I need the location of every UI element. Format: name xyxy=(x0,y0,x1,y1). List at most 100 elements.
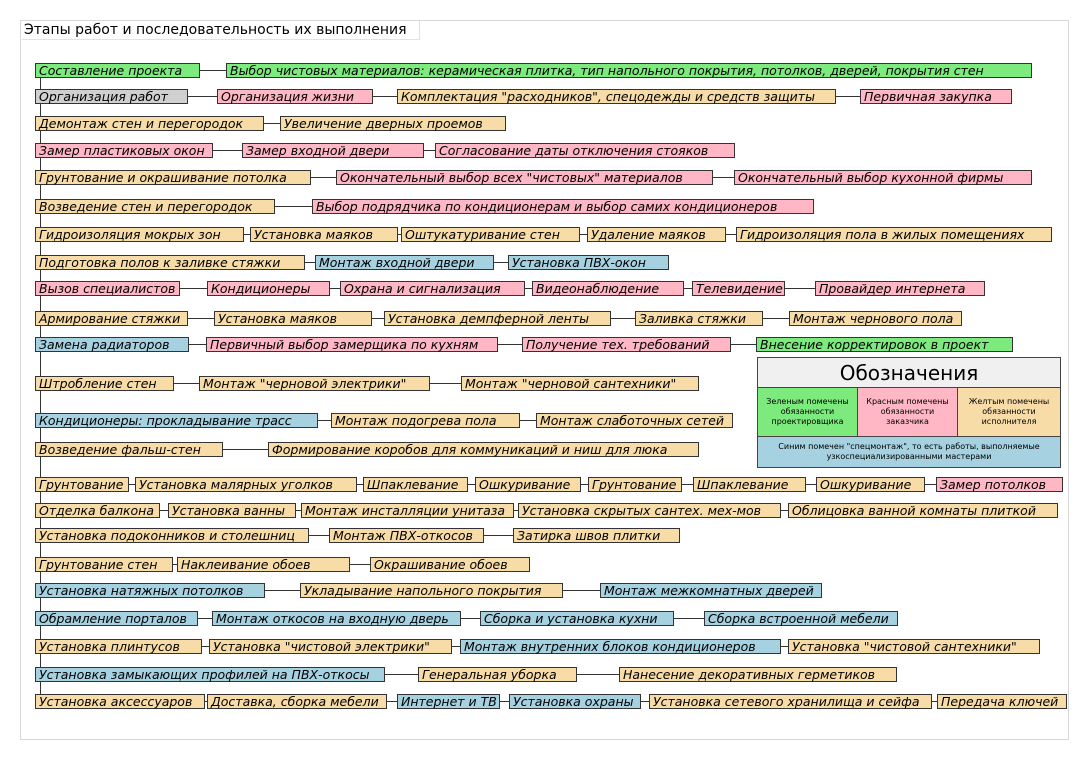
connector-line xyxy=(785,288,815,289)
connector-line xyxy=(424,150,435,151)
stage-box: Установка "чистовой электрики" xyxy=(209,639,452,654)
stage-box: Установка ванны xyxy=(168,503,296,518)
stage-box: Организация работ xyxy=(35,89,188,104)
connector-line xyxy=(498,344,522,345)
stage-box: Обрамление порталов xyxy=(35,611,198,626)
connector-line xyxy=(836,96,860,97)
connector-line xyxy=(180,288,207,289)
connector-line xyxy=(265,590,300,591)
connector-line xyxy=(160,510,168,511)
stage-box: Заливка стяжки xyxy=(635,311,763,326)
stage-box: Установка "чистовой сантехники" xyxy=(788,639,1040,654)
stage-box: Монтаж "черновой сантехники" xyxy=(461,376,699,391)
connector-line xyxy=(430,383,461,384)
stage-box: Монтаж внутренних блоков кондиционеров xyxy=(460,639,781,654)
stage-box: Затирка швов плитки xyxy=(513,528,680,543)
stage-box: Монтаж чернового пола xyxy=(789,311,962,326)
connector-line xyxy=(494,262,508,263)
stage-box: Замер потолков xyxy=(936,477,1063,492)
legend-yellow-text: Желтым помечены обязанности исполнителя xyxy=(968,397,1050,426)
stage-box: Гидроизоляция мокрых зон xyxy=(35,227,244,242)
stage-box: Выбор подрядчика по кондиционерам и выбо… xyxy=(312,199,814,214)
connector-line xyxy=(330,288,340,289)
stage-box: Составление проекта xyxy=(35,63,200,78)
stage-box: Окрашивание обоев xyxy=(370,557,530,572)
stage-box: Вызов специалистов xyxy=(35,281,180,296)
connector-line xyxy=(318,420,331,421)
connector-line xyxy=(387,701,397,702)
stage-box: Нанесение декоративных герметиков xyxy=(619,667,897,682)
connector-line xyxy=(189,344,206,345)
legend-yellow: Желтым помечены обязанности исполнителя xyxy=(958,388,1060,436)
stage-box: Армирование стяжки xyxy=(35,311,188,326)
connector-line xyxy=(580,234,587,235)
stage-box: Кондиционеры xyxy=(207,281,330,296)
connector-line xyxy=(611,318,635,319)
stage-box: Внесение корректировок в проект xyxy=(756,337,1013,352)
stage-box: Подготовка полов к заливке стяжки xyxy=(35,255,305,270)
stage-box: Установка малярных уголков xyxy=(135,477,357,492)
stage-box: Возведение стен и перегородок xyxy=(35,199,275,214)
stage-box: Замер входной двери xyxy=(242,143,424,158)
connector-line xyxy=(577,674,619,675)
connector-line xyxy=(311,177,336,178)
connector-line xyxy=(223,449,268,450)
stage-box: Комплектация "расходников", спецодежды и… xyxy=(397,89,836,104)
stage-box: Окончательный выбор кухонной фирмы xyxy=(734,170,1032,185)
stage-box: Монтаж подогрева пола xyxy=(331,413,520,428)
connector-line xyxy=(514,510,518,511)
stage-box: Установка охраны xyxy=(509,694,641,709)
stage-box: Установка аксессуаров xyxy=(35,694,205,709)
connector-line xyxy=(202,646,209,647)
connector-line xyxy=(213,150,242,151)
stage-box: Грунтование xyxy=(588,477,682,492)
connector-line xyxy=(385,674,418,675)
stage-box: Видеонаблюдение xyxy=(532,281,684,296)
connector-line xyxy=(731,344,756,345)
stage-box: Согласование даты отключения стояков xyxy=(435,143,735,158)
stage-box: Получение тех. требований xyxy=(522,337,731,352)
stage-box: Монтаж межкомнатных дверей xyxy=(600,583,822,598)
stage-box: Облицовка ванной комнаты плиткой xyxy=(788,503,1058,518)
connector-line xyxy=(781,646,788,647)
connector-line xyxy=(525,288,532,289)
legend-blue: Синим помечен "спецмонтаж", то есть рабо… xyxy=(758,436,1060,467)
stage-box: Укладывание напольного покрытия xyxy=(300,583,563,598)
stage-box: Установка подоконников и столешниц xyxy=(35,528,309,543)
connector-line xyxy=(484,535,513,536)
stage-box: Демонтаж стен и перегородок xyxy=(35,116,264,131)
stage-box: Установка натяжных потолков xyxy=(35,583,265,598)
connector-line xyxy=(357,484,363,485)
stage-box: Установка замыкающих профилей на ПВХ-отк… xyxy=(35,667,385,682)
connector-line xyxy=(350,564,370,565)
legend-green-text: Зеленым помечены обязанности проектировщ… xyxy=(766,397,849,426)
connector-line xyxy=(200,70,226,71)
connector-line xyxy=(641,701,649,702)
legend-green: Зеленым помечены обязанности проектировщ… xyxy=(758,388,858,436)
connector-line xyxy=(188,96,217,97)
stage-box: Первичный выбор замерщика по кухням xyxy=(206,337,498,352)
connector-line xyxy=(520,420,536,421)
stage-box: Сборка и установка кухни xyxy=(480,611,674,626)
connector-line xyxy=(398,234,401,235)
connector-line xyxy=(275,206,312,207)
stage-box: Сборка встроенной мебели xyxy=(704,611,898,626)
connector-line xyxy=(264,123,280,124)
connector-line xyxy=(932,701,937,702)
connector-line xyxy=(205,701,207,702)
stage-box: Шпаклевание xyxy=(363,477,468,492)
stage-box: Увеличение дверных проемов xyxy=(280,116,506,131)
legend-red: Красным помечены обязанности заказчика xyxy=(858,388,958,436)
connector-line xyxy=(461,618,480,619)
stage-box: Замена радиаторов xyxy=(35,337,189,352)
stage-box: Ошкуривание xyxy=(475,477,581,492)
stage-box: Грунтование стен xyxy=(35,557,173,572)
stage-box: Монтаж инсталляции унитаза xyxy=(301,503,514,518)
stage-box: Наклеивание обоев xyxy=(177,557,350,572)
stage-box: Интернет и ТВ xyxy=(397,694,500,709)
connector-line xyxy=(373,96,397,97)
stage-box: Выбор чистовых материалов: керамическая … xyxy=(226,63,1032,78)
stage-box: Охрана и сигнализация xyxy=(340,281,525,296)
stage-box: Монтаж входной двери xyxy=(315,255,494,270)
connector-line xyxy=(309,535,329,536)
